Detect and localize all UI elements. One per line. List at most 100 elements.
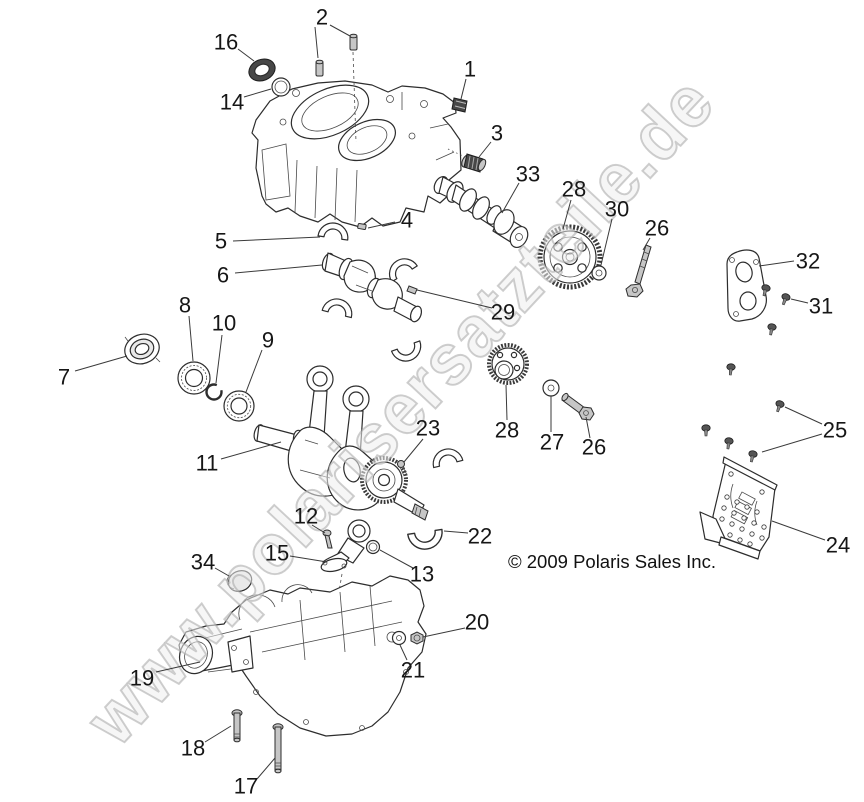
callout-number-15: 15 <box>265 541 289 566</box>
callout-leader-3 <box>478 141 492 158</box>
callout-number-28a: 28 <box>562 177 586 202</box>
callout-leader-11 <box>220 441 282 460</box>
callout-number-30: 30 <box>605 197 629 222</box>
callout-8: 8 <box>179 293 194 362</box>
callout-number-14: 14 <box>220 90 244 115</box>
snap-ring-10 <box>205 383 223 401</box>
callout-leader-34 <box>214 567 230 577</box>
callout-1: 1 <box>460 57 476 100</box>
callout-number-3: 3 <box>491 121 503 146</box>
callout-leader-17 <box>256 757 276 780</box>
callout-leader-14 <box>243 88 272 98</box>
callout-15: 15 <box>265 541 328 566</box>
callout-number-22: 22 <box>468 524 492 549</box>
callout-number-8: 8 <box>179 293 191 318</box>
callout-25: 25 <box>761 406 847 453</box>
callout-labels: 1234567891011121314151617181920212223242… <box>58 5 850 799</box>
bolt-18 <box>231 709 243 743</box>
callout-number-32: 32 <box>796 249 820 274</box>
bolt-17 <box>272 723 284 774</box>
camshaft-drawing <box>433 175 529 249</box>
callout-number-5: 5 <box>215 229 227 254</box>
bolt-26-upper <box>625 244 652 298</box>
dowel-studs-2 <box>315 33 358 77</box>
callout-number-7: 7 <box>58 365 70 390</box>
callout-26b: 26 <box>582 416 606 460</box>
callout-leader-25 <box>761 433 823 453</box>
callout-number-13: 13 <box>410 562 434 587</box>
callout-leader-22 <box>443 530 469 534</box>
callout-number-4: 4 <box>401 208 413 233</box>
washer-30 <box>591 265 607 281</box>
upper-crankcase-drawing <box>251 51 464 228</box>
callout-24: 24 <box>771 520 850 558</box>
callout-number-25: 25 <box>823 418 847 443</box>
callout-leader-26b <box>585 416 591 439</box>
bolt-12 <box>322 529 333 549</box>
callout-leader-28b <box>505 384 508 421</box>
callout-number-12: 12 <box>294 504 318 529</box>
callout-number-2: 2 <box>316 5 328 30</box>
callout-9: 9 <box>245 328 274 393</box>
callout-21: 21 <box>399 644 425 683</box>
callout-2: 2 <box>314 5 351 59</box>
washer-27 <box>542 379 560 397</box>
callout-leader-10 <box>215 334 223 384</box>
callout-leader-24 <box>771 520 826 541</box>
parts-drawings <box>124 33 792 774</box>
plug-34 <box>226 570 253 592</box>
callout-leader-6 <box>234 264 323 274</box>
pin-29 <box>406 285 418 295</box>
callout-number-18: 18 <box>181 736 205 761</box>
callout-leader-28a <box>562 199 572 230</box>
bearing-shell-22 <box>407 528 446 553</box>
cam-gear-28-upper <box>537 224 603 290</box>
callout-10: 10 <box>212 311 236 384</box>
callout-number-28b: 28 <box>495 418 519 443</box>
callout-4: 4 <box>367 208 413 233</box>
oil-seal-16 <box>248 58 276 82</box>
callout-number-33: 33 <box>516 162 540 187</box>
callout-27: 27 <box>540 396 564 455</box>
callout-leader-26a <box>642 237 651 251</box>
callout-12: 12 <box>294 504 326 534</box>
callout-30: 30 <box>600 197 629 266</box>
callout-18: 18 <box>181 725 232 761</box>
callout-leader-7 <box>74 355 128 372</box>
callout-number-23: 23 <box>416 416 440 441</box>
callout-leader-29 <box>416 289 493 309</box>
callout-leader-18 <box>204 725 232 743</box>
callout-number-6: 6 <box>217 263 229 288</box>
callout-6: 6 <box>217 263 323 288</box>
gasket-32 <box>726 249 767 322</box>
callout-leader-9 <box>245 349 263 393</box>
callout-number-26b: 26 <box>582 435 606 460</box>
o-ring-14 <box>271 77 291 97</box>
callout-number-10: 10 <box>212 311 236 336</box>
callout-number-16: 16 <box>214 30 238 55</box>
callout-3: 3 <box>478 121 503 158</box>
dowel-pin-4 <box>357 222 367 230</box>
callout-leader-13 <box>379 549 414 569</box>
callout-5: 5 <box>215 229 321 254</box>
callout-leader-8 <box>188 315 194 362</box>
plug-1 <box>451 97 468 113</box>
callout-22: 22 <box>443 524 492 549</box>
callout-34: 34 <box>191 550 230 577</box>
oil-seal-7 <box>124 333 161 365</box>
callout-number-21: 21 <box>401 658 425 683</box>
callout-number-29: 29 <box>491 300 515 325</box>
callout-29: 29 <box>416 289 515 325</box>
bushing-3 <box>461 153 487 173</box>
callout-leader-16 <box>237 48 255 62</box>
callout-28a: 28 <box>562 177 586 230</box>
o-ring-13 <box>365 539 381 555</box>
callout-leader-2 <box>314 26 319 59</box>
callout-26a: 26 <box>642 216 669 251</box>
callout-number-17: 17 <box>234 774 258 799</box>
callout-16: 16 <box>214 30 255 62</box>
washer-21 <box>391 630 407 646</box>
callout-leader-5 <box>232 236 321 242</box>
callout-leader-15 <box>289 555 328 563</box>
